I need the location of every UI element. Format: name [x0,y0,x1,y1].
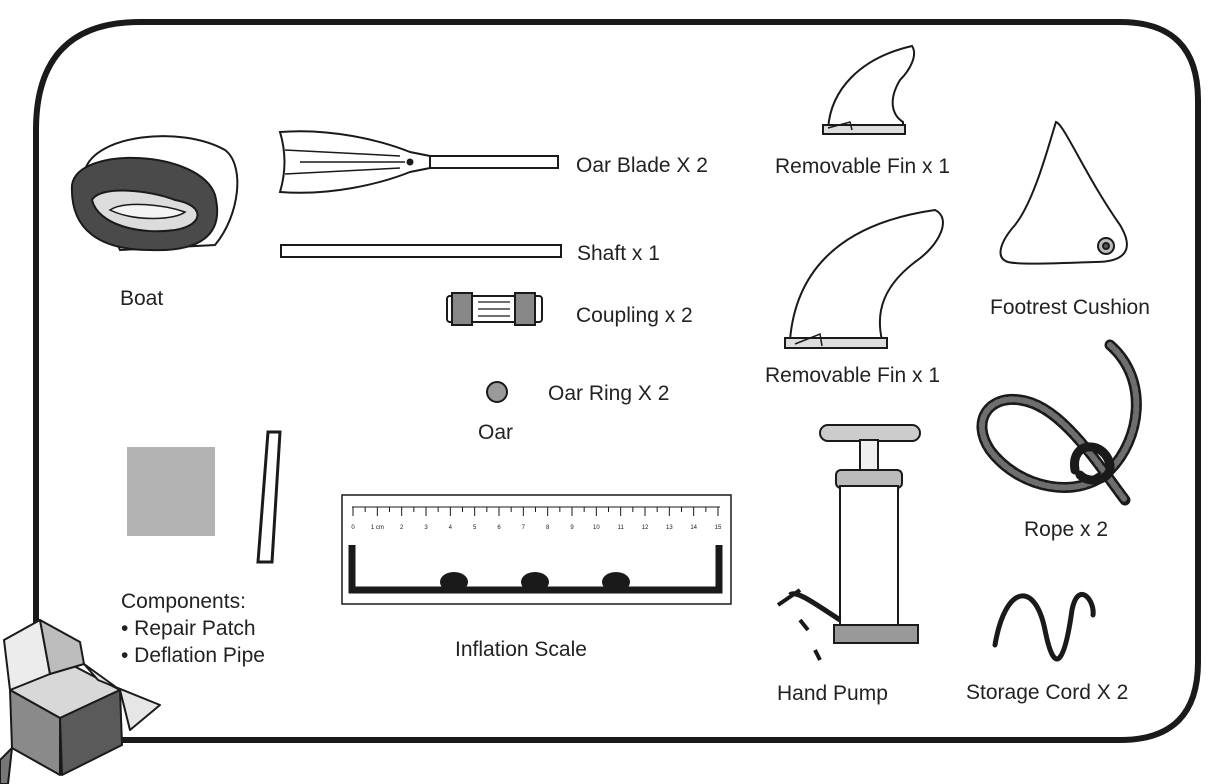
ruler-labels: 0 1 cm 2 3 4 5 6 7 8 9 10 11 12 13 14 15 [351,525,722,531]
inflation-scale-icon: 0 1 cm 2 3 4 5 6 7 8 9 10 11 12 13 14 15 [341,494,732,605]
coupling-label: Coupling x 2 [576,304,693,327]
shaft-icon [280,244,562,258]
shaft-label: Shaft x 1 [577,242,660,265]
boat-label: Boat [120,287,164,310]
ruler-tick-label: 12 [642,525,649,531]
footrest-cushion-icon [999,120,1128,265]
components-heading: Components: [121,590,246,613]
oar-group-label: Oar [478,421,514,444]
ruler-tick-label: 0 [351,525,355,531]
boat-icon [70,135,239,252]
components-item-deflation-pipe: • Deflation Pipe [121,644,265,667]
ruler-tick-label: 6 [497,525,501,531]
ruler-tick-label: 14 [690,525,697,531]
open-box-icon [0,619,161,784]
removable-fin-large-icon [784,208,944,349]
oar-ring-icon [486,381,508,403]
coupling-icon [446,292,543,326]
ruler-ticks [352,507,719,516]
components-list: Components: • Repair Patch • Deflation P… [121,588,265,669]
ruler-tick-label: 3 [424,525,428,531]
ruler-tick-label: 15 [715,525,722,531]
ruler-tick-label: 13 [666,525,673,531]
storage-cord-label: Storage Cord X 2 [966,681,1129,704]
rope-label: Rope x 2 [1024,518,1109,541]
removable-fin-small-icon [822,44,916,135]
removable-fin-small-label: Removable Fin x 1 [775,155,951,178]
ruler-tick-label: 11 [618,525,625,531]
footrest-cushion-label: Footrest Cushion [990,296,1150,319]
oar-blade-icon [278,130,559,194]
hand-pump-icon [776,424,921,661]
hand-pump-label: Hand Pump [777,682,888,705]
components-item-repair-patch: • Repair Patch [121,617,256,640]
rope-icon [976,339,1142,506]
oar-blade-label: Oar Blade X 2 [576,154,708,177]
ruler-tick-label: 4 [449,525,453,531]
ruler-tick-label: 8 [546,525,550,531]
ruler-tick-label: 1 cm [371,525,384,531]
deflation-pipe-icon [256,430,282,564]
ruler-tick-label: 10 [593,525,600,531]
inflation-scale-label: Inflation Scale [455,638,587,661]
oar-ring-label: Oar Ring X 2 [548,382,670,405]
ruler-tick-label: 7 [522,525,526,531]
ruler-tick-label: 5 [473,525,477,531]
ruler-tick-label: 9 [570,525,574,531]
removable-fin-large-label: Removable Fin x 1 [765,364,941,387]
storage-cord-icon [992,592,1096,662]
repair-patch-icon [127,447,215,536]
ruler-tick-label: 2 [400,525,404,531]
